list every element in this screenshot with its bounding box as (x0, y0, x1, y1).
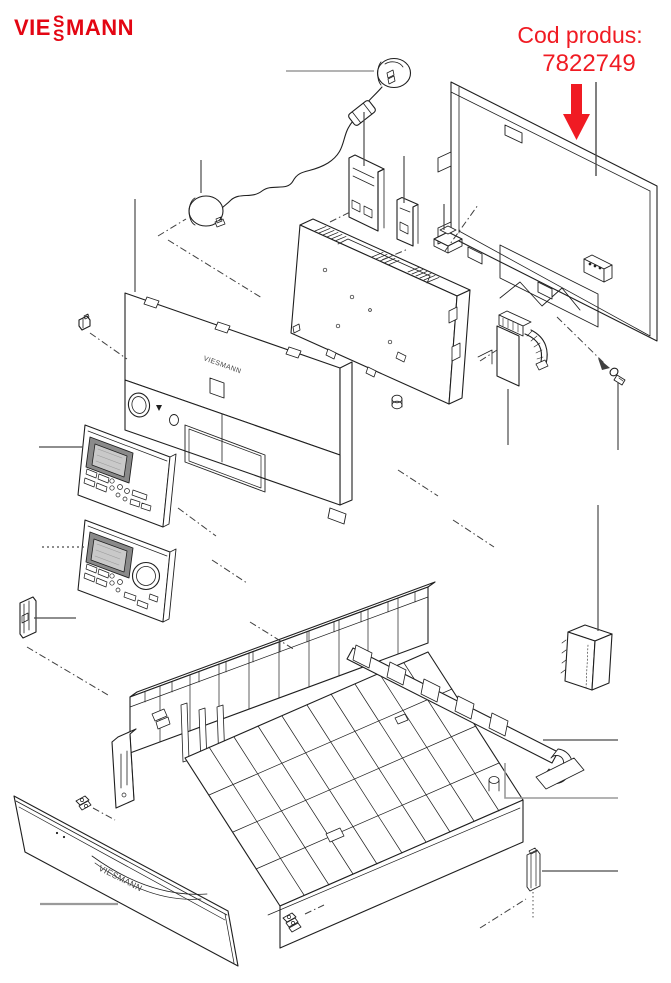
cable-guide-rail (346, 644, 585, 790)
expansion-board-right (396, 196, 419, 247)
product-code-value: 7822749 (542, 50, 635, 77)
hinge-clip-left (75, 795, 92, 811)
inline-connector (348, 100, 376, 126)
ribbon-cable-connector (477, 310, 549, 387)
product-code-arrow-icon (563, 84, 590, 140)
front-cover-flap: VIESMANN (13, 795, 239, 967)
front-housing: VIESMANN (124, 292, 353, 525)
control-panel-upper (77, 424, 177, 528)
logo-text-prefix: VIE (14, 15, 51, 40)
round-plug-connector (376, 57, 412, 89)
foam-pad (560, 624, 613, 691)
hinge-clip-middle (282, 912, 302, 933)
product-code-label: Cod produs: (517, 22, 642, 48)
terminal-chassis (111, 581, 524, 949)
fuse-holder-clip (19, 596, 37, 639)
terminal-connector-block (583, 254, 613, 283)
logo-text-suffix: MANN (66, 15, 134, 40)
expansion-board-left (348, 154, 385, 232)
logo-double-s-bottom: S (53, 26, 64, 45)
cable-plug-assembly (188, 57, 412, 228)
hinge-clip-right (526, 847, 541, 892)
control-panel-lower (77, 519, 177, 623)
sensor-plug (188, 195, 226, 228)
product-code-callout: Cod produs: 7822749 (517, 22, 643, 140)
connection-cable (221, 120, 354, 209)
leader-lines (34, 70, 619, 906)
axis-arrowhead (598, 358, 610, 370)
fixing-screw (609, 367, 626, 386)
compartment-grid (208, 662, 521, 916)
main-electronics-module (290, 218, 471, 410)
leader-chassis (504, 763, 618, 799)
retaining-clip (78, 313, 91, 331)
assembly-axes (26, 204, 610, 929)
viessmann-logo: VIE S S MANN (14, 12, 134, 45)
vent-slots (314, 226, 440, 283)
logo-double-s-top: S (53, 12, 64, 31)
rear-housing-panel (437, 81, 658, 342)
